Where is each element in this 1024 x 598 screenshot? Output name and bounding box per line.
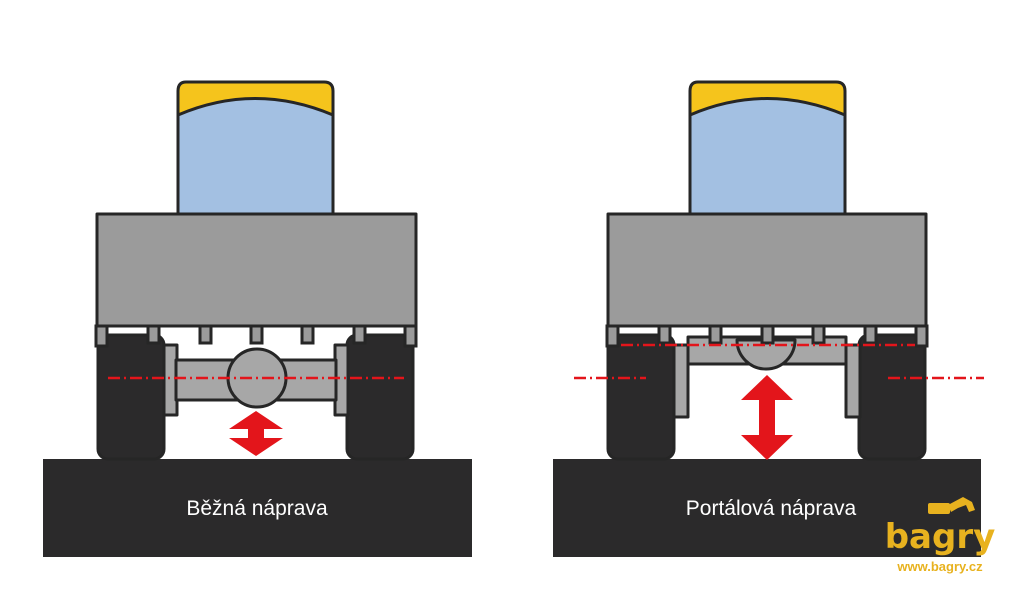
body-bolts — [94, 324, 418, 348]
loader-body — [606, 212, 928, 328]
body-bolts — [605, 324, 929, 348]
standard-axle-panel: Běžná náprava — [43, 80, 472, 557]
brand-logo-text: bagry — [885, 517, 996, 557]
brand-url: www.bagry.cz — [896, 559, 983, 574]
right-tire — [857, 333, 927, 461]
cab-window — [176, 97, 335, 216]
ground-block — [553, 459, 981, 557]
loader-body — [95, 212, 418, 328]
portal-axle-panel: Portálová náprava — [553, 80, 984, 557]
cab-window — [688, 97, 847, 216]
clearance-arrow — [229, 411, 283, 456]
portal-gearbox-left — [672, 343, 690, 419]
differential — [735, 338, 797, 371]
excavator-icon — [928, 497, 975, 514]
left-tire — [606, 333, 676, 461]
panel-label: Běžná náprava — [186, 497, 328, 520]
portal-gearbox-right — [844, 343, 862, 419]
bagry-logo: bagry www.bagry.cz — [885, 497, 996, 574]
right-tire — [345, 333, 415, 461]
ground-block — [43, 459, 472, 557]
panel-label: Portálová náprava — [686, 497, 857, 520]
left-tire — [96, 333, 166, 461]
clearance-arrow — [741, 375, 793, 460]
